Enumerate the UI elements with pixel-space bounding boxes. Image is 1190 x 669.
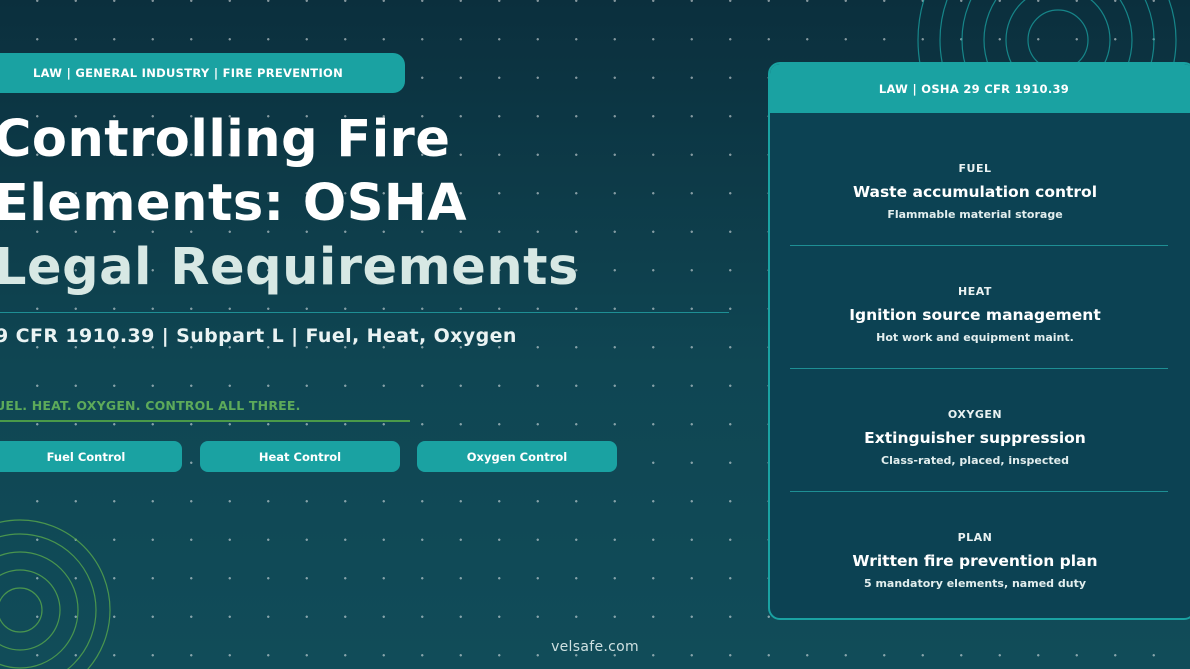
card-item-plan: PLAN Written fire prevention plan 5 mand… xyxy=(790,531,1160,590)
item-heading: Waste accumulation control xyxy=(852,183,1098,201)
heat-control-button[interactable]: Heat Control xyxy=(200,441,400,472)
item-heading: Extinguisher suppression xyxy=(864,429,1086,447)
item-kicker: PLAN xyxy=(957,531,993,544)
card-item-oxygen: OXYGEN Extinguisher suppression Class-ra… xyxy=(790,408,1160,467)
title-line-1: Controlling Fire xyxy=(0,110,451,169)
requirements-card: LAW | OSHA 29 CFR 1910.39 FUEL Waste acc… xyxy=(768,62,1190,620)
category-pill: LAW | GENERAL INDUSTRY | FIRE PREVENTION xyxy=(0,53,405,93)
fuel-control-button[interactable]: Fuel Control xyxy=(0,441,182,472)
regulation-subtitle: 9 CFR 1910.39 | Subpart L | Fuel, Heat, … xyxy=(0,325,517,347)
item-subtext: Hot work and equipment maint. xyxy=(876,331,1074,344)
card-item-fuel: FUEL Waste accumulation control Flammabl… xyxy=(790,162,1160,221)
page-title: Controlling Fire Elements: OSHA Legal Re… xyxy=(0,108,714,300)
card-divider xyxy=(790,368,1168,369)
card-header: LAW | OSHA 29 CFR 1910.39 xyxy=(770,64,1190,113)
card-item-heat: HEAT Ignition source management Hot work… xyxy=(790,285,1160,344)
item-heading: Ignition source management xyxy=(849,306,1101,324)
item-subtext: 5 mandatory elements, named duty xyxy=(863,577,1086,590)
item-kicker: FUEL xyxy=(958,162,992,175)
title-line-2: Elements: OSHA xyxy=(0,174,468,233)
title-line-3: Legal Requirements xyxy=(0,238,579,297)
item-subtext: Flammable material storage xyxy=(887,208,1063,221)
card-divider xyxy=(790,245,1168,246)
tagline-underline xyxy=(0,420,410,422)
title-divider xyxy=(0,312,729,313)
tagline: UEL. HEAT. OXYGEN. CONTROL ALL THREE. xyxy=(0,398,301,413)
footer-site-link[interactable]: velsafe.com xyxy=(551,639,639,655)
item-heading: Written fire prevention plan xyxy=(852,552,1098,570)
item-kicker: OXYGEN xyxy=(947,408,1003,421)
card-divider xyxy=(790,491,1168,492)
item-kicker: HEAT xyxy=(958,285,992,298)
item-subtext: Class-rated, placed, inspected xyxy=(881,454,1069,467)
oxygen-control-button[interactable]: Oxygen Control xyxy=(417,441,617,472)
